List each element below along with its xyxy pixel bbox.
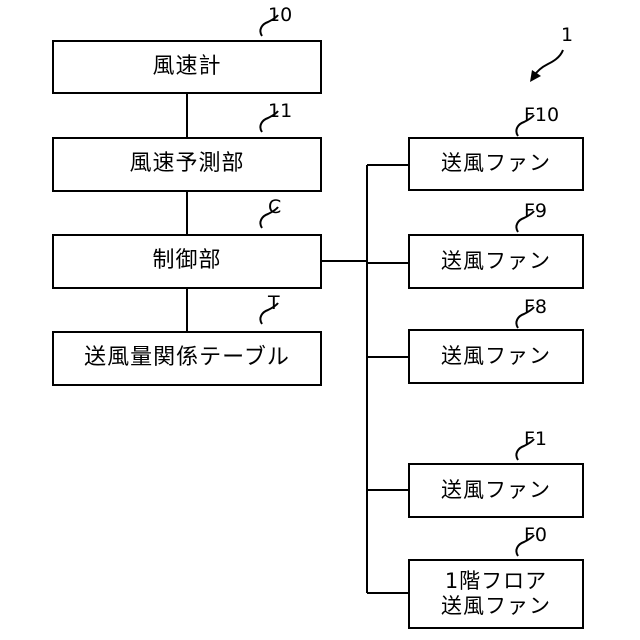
fan-box-f9: 送風ファン bbox=[408, 234, 584, 289]
wind-predictor-label: 風速予測部 bbox=[129, 151, 244, 177]
fan-box-f10: 送風ファン bbox=[408, 137, 584, 191]
controller-label: 制御部 bbox=[152, 248, 221, 274]
anemometer-box: 風速計 bbox=[52, 40, 322, 94]
fan-box-f8: 送風ファン bbox=[408, 329, 584, 384]
fan-label-f0-line2: 送風ファン bbox=[441, 594, 551, 619]
figure-ref-arrowhead bbox=[530, 70, 541, 82]
figure-ref-label: 1 bbox=[561, 26, 573, 45]
ref-label-wind-predictor: 11 bbox=[268, 102, 292, 121]
fan-label-f1: 送風ファン bbox=[441, 478, 551, 503]
ref-label-f0: F0 bbox=[524, 526, 547, 545]
wind-predictor-box: 風速予測部 bbox=[52, 137, 322, 192]
ref-label-f9: F9 bbox=[524, 202, 547, 221]
fan-label-f0-line1: 1階フロア bbox=[445, 569, 547, 594]
ref-label-f10: F10 bbox=[524, 106, 559, 125]
fan-label-f9: 送風ファン bbox=[441, 249, 551, 274]
ref-label-table: T bbox=[268, 294, 280, 313]
ref-label-controller: C bbox=[268, 198, 281, 217]
airflow-table-label: 送風量関係テーブル bbox=[84, 345, 290, 371]
fan-box-f0: 1階フロア 送風ファン bbox=[408, 559, 584, 629]
anemometer-label: 風速計 bbox=[152, 54, 221, 80]
ref-label-f8: F8 bbox=[524, 298, 547, 317]
fan-box-f1: 送風ファン bbox=[408, 463, 584, 518]
ref-label-anemometer: 10 bbox=[268, 6, 292, 25]
figure-ref-arrow-line bbox=[534, 50, 563, 76]
fan-label-f8: 送風ファン bbox=[441, 344, 551, 369]
controller-box: 制御部 bbox=[52, 234, 322, 289]
airflow-table-box: 送風量関係テーブル bbox=[52, 331, 322, 386]
fan-label-f10: 送風ファン bbox=[441, 151, 551, 176]
ref-label-f1: F1 bbox=[524, 430, 547, 449]
